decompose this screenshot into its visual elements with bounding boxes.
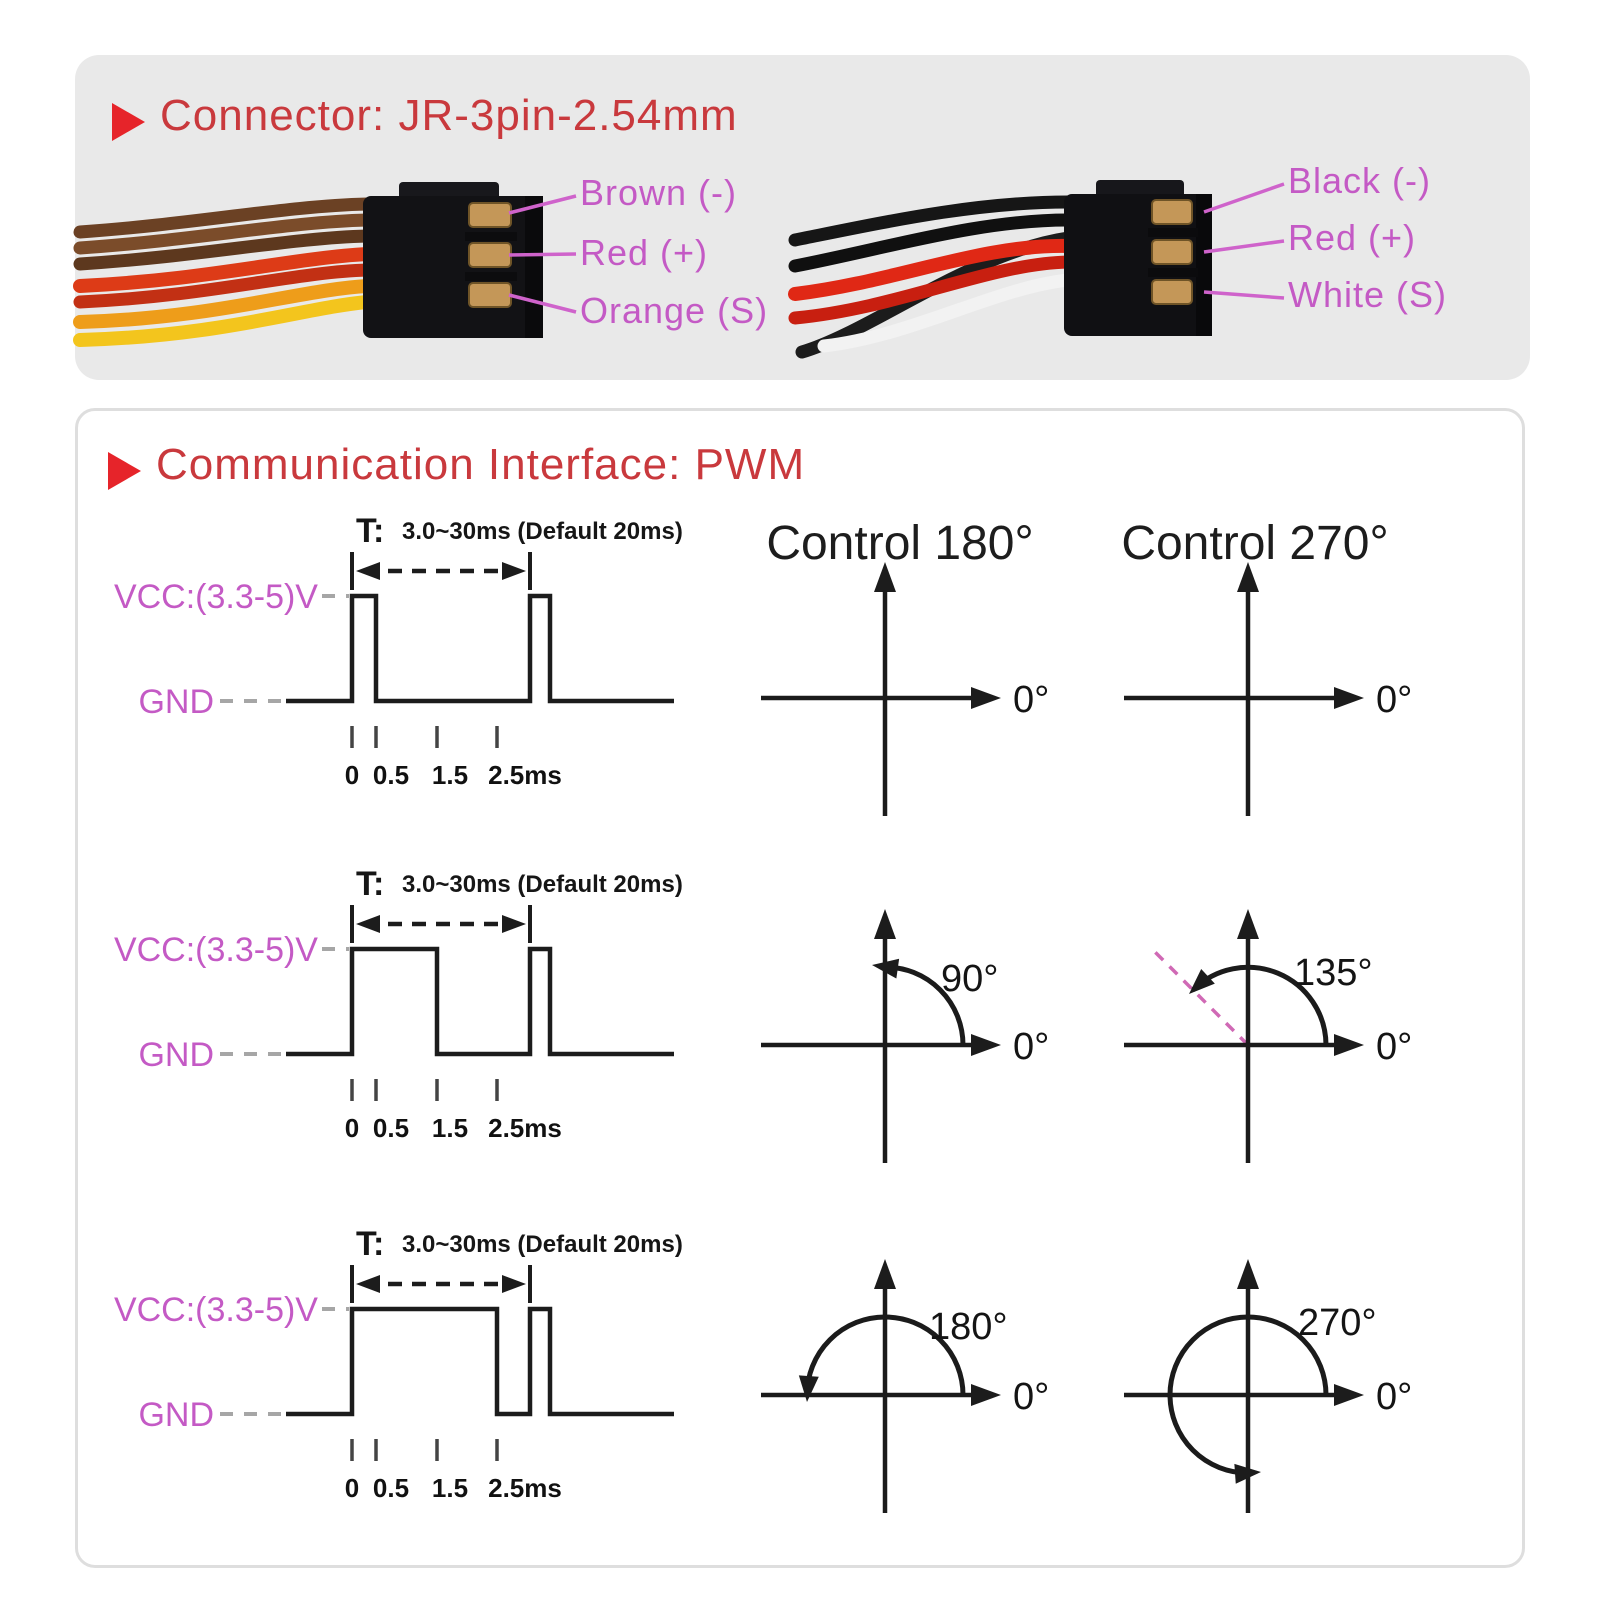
pointer-line-red-left bbox=[508, 252, 577, 257]
column-header-control-180: Control 180° bbox=[766, 517, 1034, 570]
pulse-waveform-1.5ms bbox=[286, 946, 674, 1057]
tick-label-05: 0.5 bbox=[373, 760, 409, 790]
angle-value-label: 270° bbox=[1298, 1302, 1377, 1344]
time-axis-ticks bbox=[350, 726, 499, 748]
tick-label-05: 0.5 bbox=[373, 1473, 409, 1503]
period-dimension-arrow bbox=[350, 552, 532, 590]
vcc-label: VCC:(3.3-5)V bbox=[114, 578, 318, 616]
axes bbox=[1124, 909, 1364, 1163]
zero-degree-label: 0° bbox=[1376, 679, 1412, 721]
left-connector-wires bbox=[73, 197, 374, 347]
right-connector-wires bbox=[788, 195, 1075, 359]
pwm-waveform-row3: T: 3.0~30ms (Default 20ms) VCC:(3.3-5)V … bbox=[114, 1225, 683, 1503]
pointer-line-brown bbox=[508, 194, 577, 215]
zero-degree-label: 0° bbox=[1013, 1376, 1049, 1418]
sweep-arc-270 bbox=[1167, 1314, 1329, 1476]
pin-pointer-lines bbox=[508, 182, 1285, 314]
pwm-waveform-row2: T: 3.0~30ms (Default 20ms) VCC:(3.3-5)V … bbox=[114, 865, 683, 1143]
zero-degree-label: 0° bbox=[1376, 1026, 1412, 1068]
angle-diagram-row1-180: 0° bbox=[761, 562, 1049, 816]
sweep-arc-180 bbox=[804, 1314, 966, 1396]
pointer-line-black bbox=[1203, 182, 1285, 214]
pin-label-red-right: Red (+) bbox=[1288, 217, 1417, 258]
pulse-waveform-0.5ms bbox=[286, 593, 674, 704]
tick-label-0: 0 bbox=[345, 1473, 359, 1503]
angle-value-label: 180° bbox=[929, 1306, 1008, 1348]
section-bullet-icon bbox=[112, 103, 145, 141]
pin-label-white: White (S) bbox=[1288, 274, 1448, 315]
dashed-135-position-line bbox=[1151, 948, 1250, 1047]
period-value: 3.0~30ms (Default 20ms) bbox=[402, 871, 683, 898]
axes bbox=[1124, 562, 1364, 816]
period-dimension-arrow bbox=[350, 1265, 532, 1303]
angle-diagram-row2-135: 135° 0° bbox=[1124, 909, 1412, 1163]
time-axis-ticks bbox=[350, 1439, 499, 1461]
arc-arrowhead bbox=[1234, 1463, 1261, 1484]
pointer-line-orange bbox=[508, 293, 577, 314]
tick-label-25ms: 2.5ms bbox=[488, 760, 562, 790]
tick-label-0: 0 bbox=[345, 760, 359, 790]
arc-arrowhead bbox=[798, 1375, 819, 1402]
arc-arrowhead bbox=[1189, 968, 1215, 994]
tick-label-25ms: 2.5ms bbox=[488, 1473, 562, 1503]
angle-diagram-row1-270: 0° bbox=[1124, 562, 1412, 816]
gnd-label: GND bbox=[138, 1036, 214, 1074]
angle-value-label: 135° bbox=[1294, 952, 1373, 994]
pin-label-brown: Brown (-) bbox=[580, 172, 738, 213]
connector-section-title: Connector: JR-3pin-2.54mm bbox=[160, 91, 738, 140]
pwm-section-title: Communication Interface: PWM bbox=[156, 440, 806, 489]
pin-label-orange: Orange (S) bbox=[580, 290, 769, 331]
angle-value-label: 90° bbox=[941, 958, 998, 1000]
period-value: 3.0~30ms (Default 20ms) bbox=[402, 518, 683, 545]
tick-label-15: 1.5 bbox=[432, 760, 468, 790]
tick-label-15: 1.5 bbox=[432, 1113, 468, 1143]
tick-label-25ms: 2.5ms bbox=[488, 1113, 562, 1143]
vcc-label: VCC:(3.3-5)V bbox=[114, 931, 318, 969]
column-header-control-270: Control 270° bbox=[1121, 517, 1389, 570]
pointer-line-red-right bbox=[1203, 239, 1285, 254]
zero-degree-label: 0° bbox=[1376, 1376, 1412, 1418]
period-label: T: bbox=[356, 865, 384, 903]
sweep-arc-135 bbox=[1191, 964, 1329, 1046]
tick-label-0: 0 bbox=[345, 1113, 359, 1143]
left-connector-pins bbox=[465, 202, 517, 308]
period-dimension-arrow bbox=[350, 905, 532, 943]
zero-degree-label: 0° bbox=[1013, 1026, 1049, 1068]
pin-label-red-left: Red (+) bbox=[580, 232, 709, 273]
arc-arrowhead bbox=[872, 958, 900, 979]
gnd-label: GND bbox=[138, 683, 214, 721]
axes bbox=[761, 562, 1001, 816]
pwm-waveform-row1: T: 3.0~30ms (Default 20ms) VCC:(3.3-5)V … bbox=[114, 512, 683, 790]
right-connector-pins bbox=[1148, 199, 1198, 305]
section-bullet-icon-2 bbox=[108, 452, 141, 490]
angle-diagram-row3-180: 180° 0° bbox=[761, 1259, 1049, 1513]
gnd-label: GND bbox=[138, 1396, 214, 1434]
pulse-waveform-2.5ms bbox=[286, 1306, 674, 1417]
angle-diagram-row3-270: 270° 0° bbox=[1124, 1259, 1412, 1513]
tick-label-15: 1.5 bbox=[432, 1473, 468, 1503]
time-axis-ticks bbox=[350, 1079, 499, 1101]
zero-degree-label: 0° bbox=[1013, 679, 1049, 721]
period-value: 3.0~30ms (Default 20ms) bbox=[402, 1231, 683, 1258]
period-label: T: bbox=[356, 1225, 384, 1263]
pin-label-black: Black (-) bbox=[1288, 160, 1431, 201]
sweep-arc-90 bbox=[884, 964, 966, 1046]
right-connector-photo bbox=[788, 180, 1212, 359]
angle-diagram-row2-90: 90° 0° bbox=[761, 909, 1049, 1163]
tick-label-05: 0.5 bbox=[373, 1113, 409, 1143]
left-connector-photo bbox=[73, 182, 543, 347]
pwm-section bbox=[75, 408, 1525, 1568]
period-label: T: bbox=[356, 512, 384, 550]
vcc-label: VCC:(3.3-5)V bbox=[114, 1291, 318, 1329]
pointer-line-white bbox=[1203, 290, 1285, 300]
